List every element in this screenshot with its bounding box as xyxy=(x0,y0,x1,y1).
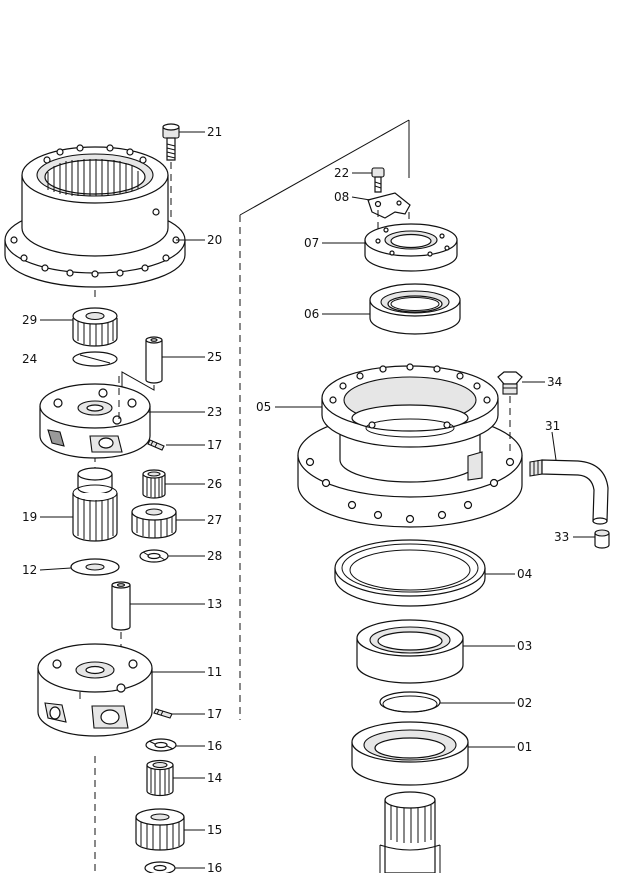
callout-05: 05 xyxy=(256,400,271,414)
housing-icon xyxy=(297,363,523,528)
callout-06: 06 xyxy=(304,307,319,321)
callout-25: 25 xyxy=(207,350,222,364)
callout-22: 22 xyxy=(334,166,349,180)
bearing-icon xyxy=(356,619,464,684)
pin-icon xyxy=(121,336,163,395)
thrust-plate-icon xyxy=(70,558,120,576)
lock-plate-icon xyxy=(367,192,411,232)
callout-16a: 16 xyxy=(207,739,222,753)
thrust-washer-icon xyxy=(145,738,177,752)
cap-icon xyxy=(594,529,610,549)
callout-27: 27 xyxy=(207,513,222,527)
plug-icon xyxy=(497,371,523,395)
spring-pin-icon xyxy=(153,708,173,719)
callout-03: 03 xyxy=(517,639,532,653)
nut-ring-icon xyxy=(364,223,458,272)
callout-14: 14 xyxy=(207,771,222,785)
callout-29: 29 xyxy=(22,313,37,327)
callout-07: 07 xyxy=(304,236,319,250)
callout-31: 31 xyxy=(545,419,560,433)
callout-labels: 21 20 29 24 25 23 17 26 19 27 28 12 13 1… xyxy=(22,125,569,873)
callout-01: 01 xyxy=(517,740,532,754)
thrust-plate-icon xyxy=(72,351,118,367)
output-shaft-icon xyxy=(379,791,441,873)
callout-24: 24 xyxy=(22,352,37,366)
callout-11: 11 xyxy=(207,665,222,679)
bearing-icon xyxy=(369,283,461,335)
planet-gear-icon xyxy=(131,503,177,539)
callout-20: 20 xyxy=(207,233,222,247)
callout-16b: 16 xyxy=(207,861,222,873)
planet-gear-icon xyxy=(135,808,185,851)
needle-bearing-icon xyxy=(146,759,174,797)
pipe-icon xyxy=(529,459,609,525)
callout-33: 33 xyxy=(554,530,569,544)
callout-02: 02 xyxy=(517,696,532,710)
ring-gear-housing-icon xyxy=(4,144,186,288)
callout-23: 23 xyxy=(207,405,222,419)
spring-pin-icon xyxy=(147,439,165,451)
callout-12: 12 xyxy=(22,563,37,577)
callout-04: 04 xyxy=(517,567,532,581)
thrust-washer-icon xyxy=(139,549,169,563)
sun-gear-icon xyxy=(72,307,118,347)
callout-19: 19 xyxy=(22,510,37,524)
needle-bearing-icon xyxy=(142,469,166,499)
section-divider xyxy=(239,119,410,720)
spacer-ring-icon xyxy=(379,691,441,713)
seal-cover-icon xyxy=(351,721,469,786)
callout-21: 21 xyxy=(207,125,222,139)
bolt-icon xyxy=(162,123,180,235)
oil-seal-icon xyxy=(334,539,486,607)
callout-28: 28 xyxy=(207,549,222,563)
callout-34: 34 xyxy=(547,375,562,389)
leader-lines xyxy=(39,131,595,869)
sun-gear-icon xyxy=(72,467,118,542)
callout-17b: 17 xyxy=(207,707,222,721)
planet-carrier-icon xyxy=(39,376,151,459)
callout-17a: 17 xyxy=(207,438,222,452)
callout-13: 13 xyxy=(207,597,222,611)
planet-carrier-icon xyxy=(37,643,153,737)
thrust-washer-icon xyxy=(144,861,176,873)
callout-26: 26 xyxy=(207,477,222,491)
callout-08: 08 xyxy=(334,190,349,204)
callout-15: 15 xyxy=(207,823,222,837)
bolt-icon xyxy=(371,167,385,193)
